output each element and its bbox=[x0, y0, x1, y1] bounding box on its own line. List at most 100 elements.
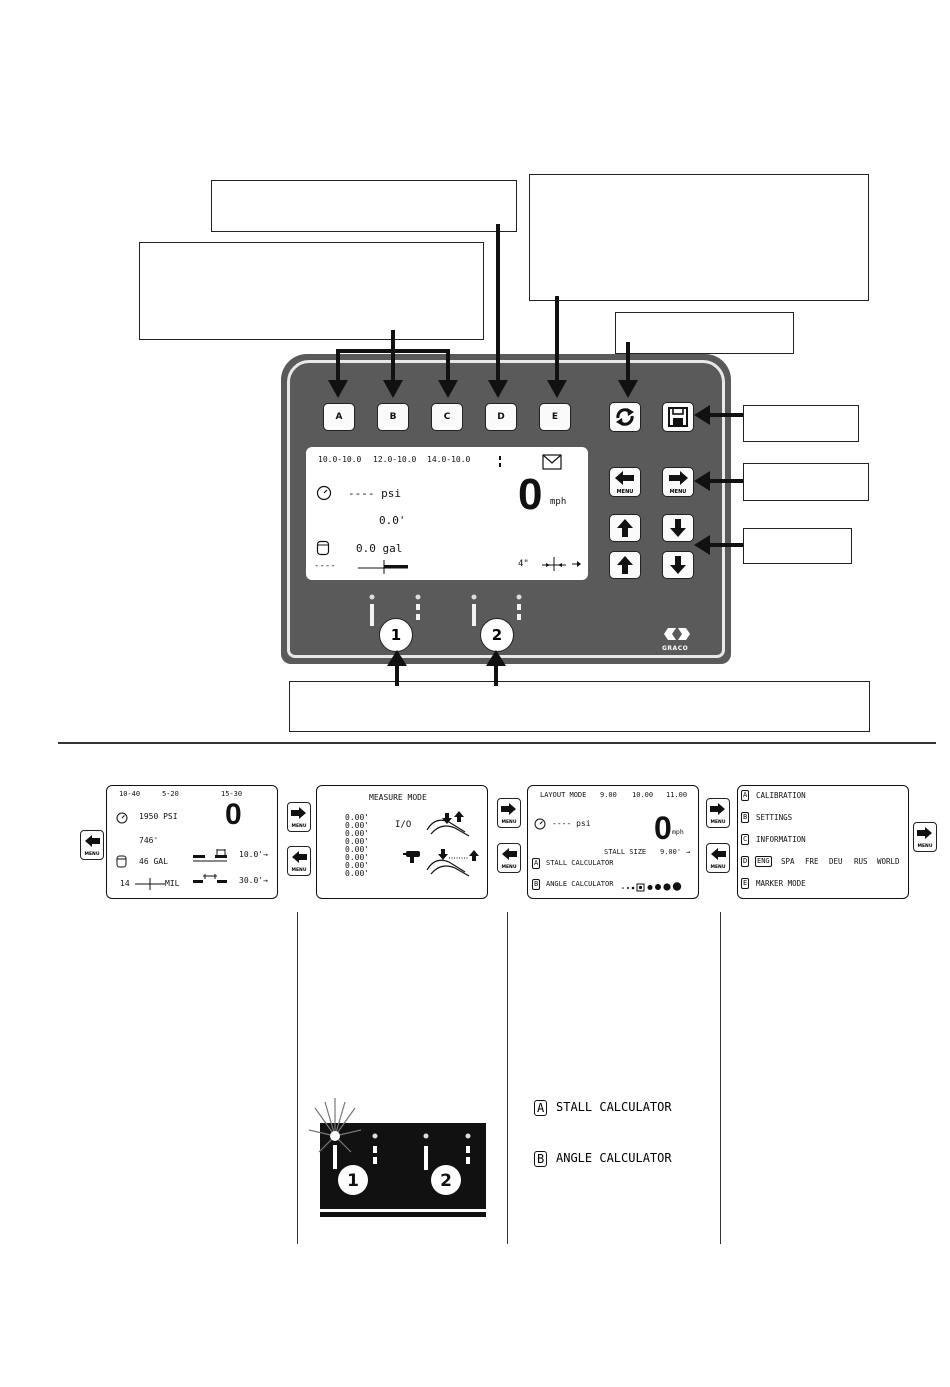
gun-1-lit-led bbox=[330, 1131, 340, 1141]
menu-left-small-button-1[interactable]: MENU bbox=[287, 846, 311, 876]
speed-unit: mph bbox=[672, 828, 684, 836]
speed-unit: mph bbox=[550, 497, 567, 507]
menu-label: MENU bbox=[292, 867, 307, 873]
top-item-3: 15-30 bbox=[221, 790, 243, 798]
layout-mode-title: LAYOUT MODE bbox=[540, 791, 587, 799]
menu-label: MENU bbox=[502, 819, 517, 825]
layout-item-1: 9.00 bbox=[600, 791, 617, 799]
gun-1-button[interactable]: 1 bbox=[379, 618, 413, 652]
spray-gun-icon bbox=[403, 851, 420, 863]
gun-indicator-icon bbox=[499, 456, 501, 467]
menu-d-badge: D bbox=[741, 856, 750, 867]
volume-readout: 0.0 gal bbox=[356, 542, 403, 555]
arrow-left-icon: MENU bbox=[615, 471, 634, 495]
measure-mode-title: MEASURE MODE bbox=[369, 793, 427, 802]
language-deu-option[interactable]: DEU bbox=[829, 857, 843, 866]
measure-value-5: 0.00' bbox=[345, 845, 370, 854]
language-world-option[interactable]: WORLD bbox=[877, 857, 900, 866]
line-width-readout: 4" bbox=[518, 559, 529, 569]
arrow-right-icon: MENU bbox=[291, 807, 307, 829]
screen-setup-menu: A CALIBRATION B SETTINGS C INFORMATION D… bbox=[737, 785, 909, 899]
down-button-1[interactable] bbox=[662, 514, 694, 542]
key-c-button[interactable]: C bbox=[431, 403, 463, 431]
menu-label: MENU bbox=[918, 843, 933, 849]
section-divider bbox=[58, 742, 936, 744]
pressure-readout: ---- psi bbox=[348, 487, 401, 500]
key-e-button[interactable]: E bbox=[539, 403, 571, 431]
key-d-button[interactable]: D bbox=[485, 403, 517, 431]
menu-right-small-button-2[interactable]: MENU bbox=[497, 798, 521, 828]
tank-icon bbox=[316, 540, 330, 556]
mail-icon bbox=[542, 454, 562, 470]
callout-box-key-e bbox=[529, 174, 869, 301]
speed-value: 0 bbox=[654, 810, 672, 846]
arrow-left-icon: MENU bbox=[502, 848, 517, 870]
menu-left-small-button[interactable]: MENU bbox=[80, 830, 104, 860]
language-spa-option[interactable]: SPA bbox=[781, 857, 795, 866]
speed-value: 0 bbox=[225, 798, 242, 831]
menu-right-small-button-4[interactable]: MENU bbox=[913, 822, 937, 852]
language-rus-option[interactable]: RUS bbox=[854, 857, 868, 866]
pressure-readout: ---- psi bbox=[552, 819, 591, 828]
menu-left-small-button-3[interactable]: MENU bbox=[706, 843, 730, 873]
stall-size-value: 9.00' bbox=[660, 848, 682, 856]
distance-readout: 0.0' bbox=[379, 514, 406, 527]
speed-value: 0 bbox=[518, 470, 543, 519]
angle-calculator-option[interactable]: ANGLE CALCULATOR bbox=[546, 880, 614, 888]
job-item-2: 12.0-10.0 bbox=[373, 455, 417, 464]
language-eng-option[interactable]: ENG bbox=[755, 856, 772, 867]
detail-option-a-badge: A bbox=[534, 1100, 548, 1116]
calculator-options-detail: A STALL CALCULATOR B ANGLE CALCULATOR bbox=[534, 1098, 704, 1178]
arrow-right-icon: MENU bbox=[501, 803, 517, 825]
key-a-button[interactable]: A bbox=[323, 403, 355, 431]
trigger-hand-icon-2 bbox=[426, 849, 479, 877]
arrow-left-icon: MENU bbox=[292, 851, 307, 873]
key-b-button[interactable]: B bbox=[377, 403, 409, 431]
menu-label: MENU bbox=[711, 819, 726, 825]
measure-value-7: 0.00' bbox=[345, 861, 370, 870]
gun-selector-dots-icon bbox=[622, 882, 682, 892]
menu-label: MENU bbox=[617, 489, 634, 495]
skip-line-value-1: 10.0'→ bbox=[239, 850, 268, 859]
calibration-option[interactable]: CALIBRATION bbox=[756, 791, 806, 800]
pressure-readout: 1950 PSI bbox=[139, 812, 178, 821]
measure-value-2: 0.00' bbox=[345, 821, 370, 830]
information-option[interactable]: INFORMATION bbox=[756, 835, 806, 844]
callout-box-reset bbox=[615, 312, 794, 354]
save-button[interactable] bbox=[662, 402, 694, 432]
settings-option[interactable]: SETTINGS bbox=[756, 813, 793, 822]
arrow-right-icon: MENU bbox=[669, 471, 688, 495]
skip-line-icon-1 bbox=[193, 849, 227, 862]
menu-left-small-button-2[interactable]: MENU bbox=[497, 843, 521, 873]
brand-label: GRACO bbox=[662, 645, 689, 652]
reset-button[interactable] bbox=[609, 402, 641, 432]
screen-layout-mode: LAYOUT MODE 9.00 10.00 11.00 ---- psi 0 … bbox=[527, 785, 699, 899]
up-button-2[interactable] bbox=[609, 551, 641, 579]
menu-right-small-button-1[interactable]: MENU bbox=[287, 802, 311, 832]
distance-readout: 746' bbox=[139, 836, 159, 845]
stall-calculator-option[interactable]: STALL CALCULATOR bbox=[546, 859, 614, 867]
menu-label: MENU bbox=[670, 489, 687, 495]
arrow-left-icon: MENU bbox=[711, 848, 726, 870]
marker-mode-option[interactable]: MARKER MODE bbox=[756, 879, 806, 888]
line-width-icon bbox=[542, 557, 566, 571]
callout-arrows bbox=[328, 224, 743, 686]
menu-left-button[interactable]: MENU bbox=[609, 467, 641, 497]
language-fre-option[interactable]: FRE bbox=[805, 857, 819, 866]
skip-line-icon-2 bbox=[193, 874, 227, 883]
arrow-glyph: → bbox=[686, 848, 691, 856]
measure-value-1: 0.00' bbox=[345, 813, 370, 822]
down-button-2[interactable] bbox=[662, 551, 694, 579]
control-panel-border bbox=[287, 360, 725, 658]
measure-value-4: 0.00' bbox=[345, 837, 370, 846]
arrow-right-icon: MENU bbox=[710, 803, 726, 825]
up-button-1[interactable] bbox=[609, 514, 641, 542]
arrow-up-icon bbox=[617, 519, 633, 537]
measure-value-8: 0.00' bbox=[345, 869, 370, 878]
menu-right-small-button-3[interactable]: MENU bbox=[706, 798, 730, 828]
layout-item-2: 10.00 bbox=[632, 791, 654, 799]
menu-right-button[interactable]: MENU bbox=[662, 467, 694, 497]
thickness-value: 14 bbox=[120, 879, 130, 888]
gun-2-button[interactable]: 2 bbox=[480, 618, 514, 652]
gun-2-detail-label: 2 bbox=[440, 1171, 452, 1191]
